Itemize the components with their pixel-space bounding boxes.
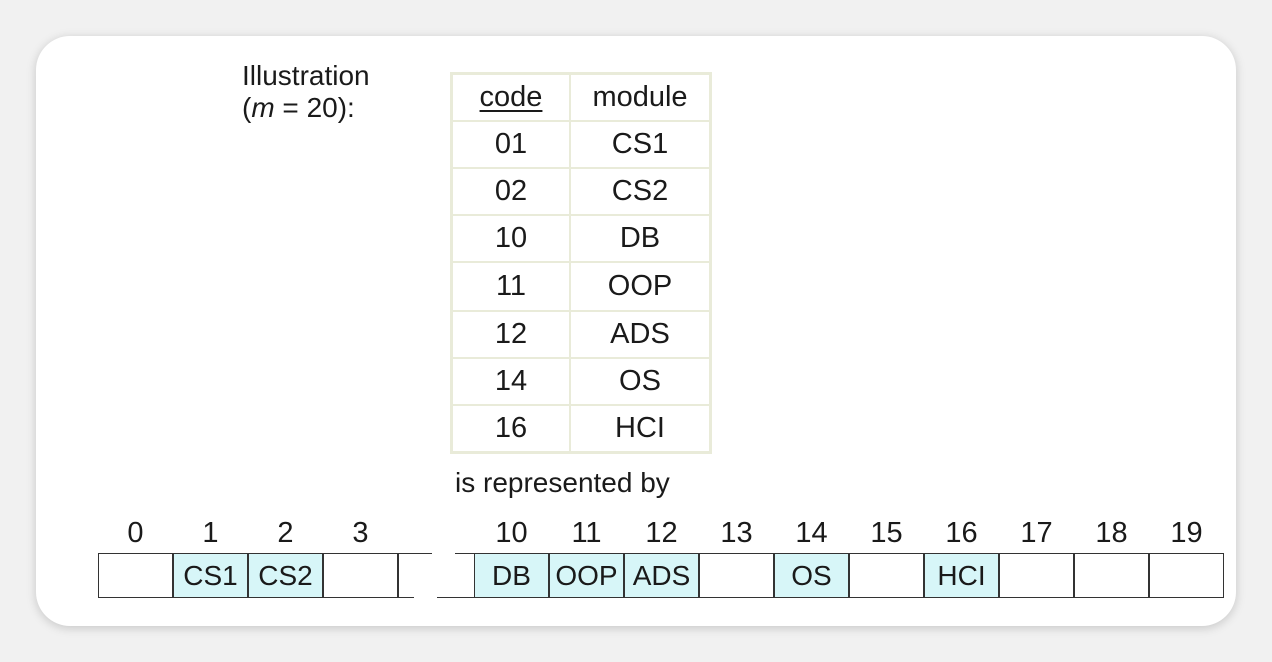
table-header-row: code module [453,75,709,120]
row-code: 11 [453,263,571,310]
array-slot: ADS [624,553,699,598]
row-code: 12 [453,312,571,357]
row-module: CS2 [611,175,669,207]
table-row: 16 HCI [453,404,709,451]
array-slot: CS1 [173,553,248,598]
array-index: 13 [720,517,753,549]
row-code: 01 [453,122,571,167]
illustration-caption: Illustration (m = 20): [242,60,370,124]
array-slot: OS [774,553,849,598]
array-slot [999,553,1074,598]
array-slot: CS2 [248,553,323,598]
array-gap-line [398,597,414,598]
row-code: 02 [453,169,571,214]
represented-by-label: is represented by [455,467,670,498]
table-row: 10 DB [453,214,709,261]
array-slot [323,553,398,598]
array-slot [849,553,924,598]
header-code: code [453,75,571,120]
row-module: ADS [610,318,670,350]
table-row: 01 CS1 [453,120,709,167]
array-slot [1074,553,1149,598]
code-module-table: code module 01 CS1 02 CS2 10 DB 11 OOP 12 ADS 14 OS… [450,72,712,454]
array-index: 17 [1020,517,1053,549]
row-module: OOP [607,270,673,302]
table-row: 11 OOP [453,261,709,310]
header-module: module [592,81,688,113]
array-gap-line [398,553,432,554]
array-index: 11 [571,517,602,549]
array-index: 14 [795,517,828,549]
row-code: 14 [453,359,571,404]
array-index: 3 [352,517,369,549]
row-module: HCI [615,412,665,444]
illustration-param: (m = 20): [242,92,355,123]
array-index: 19 [1170,517,1203,549]
array-slot [699,553,774,598]
table-row: 02 CS2 [453,167,709,214]
array-slot [1149,553,1224,598]
array-index: 1 [202,517,219,549]
row-module: DB [619,222,661,254]
array-index: 12 [645,517,678,549]
array-index: 16 [945,517,978,549]
table-row: 12 ADS [453,310,709,357]
illustration-title: Illustration [242,60,370,91]
diagram-card [36,36,1236,626]
param-m: m [251,92,275,123]
array-slot: OOP [549,553,624,598]
array-gap-line [455,553,474,554]
array-gap-line [398,553,399,598]
row-module: CS1 [611,128,669,160]
array-slot: HCI [924,553,999,598]
array-index: 10 [495,517,528,549]
array-index: 0 [127,517,144,549]
array-index: 15 [870,517,903,549]
array-gap-line [437,597,474,598]
row-code: 10 [453,216,571,261]
table-row: 14 OS [453,357,709,404]
array-slot [98,553,173,598]
row-code: 16 [453,406,571,451]
array-slot: DB [474,553,549,598]
array-index: 2 [277,517,294,549]
row-module: OS [619,365,661,397]
array-index: 18 [1095,517,1128,549]
